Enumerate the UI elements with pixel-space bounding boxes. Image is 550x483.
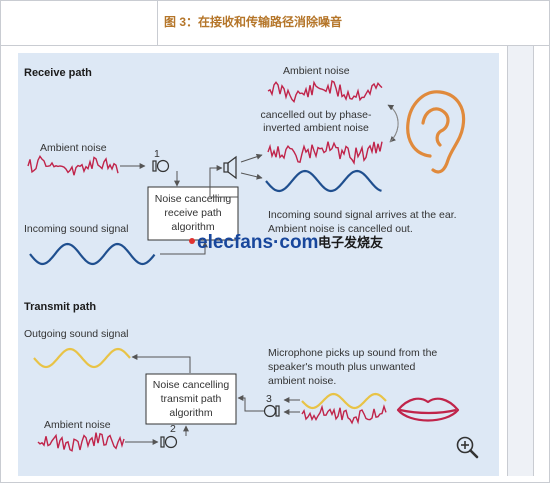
ambient-noise-left-label: Ambient noise [40,142,107,154]
figure-caption: 图 3：在接收和传输路径消除噪音 [164,15,343,29]
inverted-noise-wave [267,141,383,165]
watermark-brand: elecfans·com [197,232,318,253]
mic3-number: 3 [266,393,272,405]
mic2-number: 2 [170,423,176,435]
receive-path-title: Receive path [24,67,92,79]
microphone-icon [263,404,280,418]
mic1-number: 1 [154,148,160,160]
watermark: elecfans·com 电子发烧友 [189,232,383,253]
rx-box-line3: algorithm [171,221,214,233]
speaker-to-signal-arrow [240,172,263,180]
tx-box-line2: transmit path [161,393,222,405]
tx-ambient-noise-label: Ambient noise [44,419,111,431]
watermark-cn: 电子发烧友 [318,235,383,251]
speaker-to-noise-arrow [240,153,263,163]
ambient-noise-top-label: Ambient noise [283,65,350,77]
mouth-icon [396,397,460,422]
tx-algorithm-box [145,373,237,425]
outgoing-signal-label: Outgoing sound signal [24,328,129,340]
ambient-noise-top-wave [267,80,383,103]
watermark-dot-icon [189,238,195,244]
ear-curve-arrow-down [387,104,399,143]
tx-box-to-signal-arrow [131,354,191,373]
diagram-panel [18,53,499,476]
outgoing-signal-wave [33,347,131,369]
rx-box-to-speaker-arrow [209,165,238,198]
side-column [507,46,534,476]
speech-signal-wave [301,392,387,410]
rx-box-line1: Noise cancelling [155,193,232,205]
ear-icon [406,90,466,174]
arrives-line1: Incoming sound signal arrives at the ear… [268,209,457,221]
header-left-cell [1,1,158,46]
ear-curve-arrow-up [387,104,399,143]
zoom-in-icon[interactable] [456,436,479,459]
speaker-icon [223,155,237,180]
cancelled-label-line2: inverted ambient noise [263,122,369,134]
microphone-icon [152,159,170,173]
transmit-path-title: Transmit path [24,301,96,313]
ambient-noise-left-wave [27,154,119,176]
microphone-icon [160,435,178,449]
mic-picks-line1: Microphone picks up sound from the [268,347,437,359]
tx-ambient-noise-wave [37,432,125,452]
tx-box-line1: Noise cancelling [153,379,230,391]
cancelled-label-line1: cancelled out by phase- [261,109,372,121]
tx-box-line3: algorithm [169,407,212,419]
mic-picks-line2: speaker's mouth plus unwanted [268,361,416,373]
rx-box-line2: receive path [164,207,221,219]
arrives-line2: Ambient noise is cancelled out. [268,223,413,235]
incoming-signal-at-ear-wave [265,169,382,193]
header-caption-cell: 图 3：在接收和传输路径消除噪音 [158,1,549,46]
signal-to-rx-box-arrow [160,241,208,255]
incoming-signal-wave [29,242,156,266]
mic-picks-line3: ambient noise. [268,375,336,387]
incoming-signal-label: Incoming sound signal [24,223,128,235]
mic3-to-tx-box-arrow [237,395,264,412]
speech-ambient-noise-wave [301,404,387,425]
